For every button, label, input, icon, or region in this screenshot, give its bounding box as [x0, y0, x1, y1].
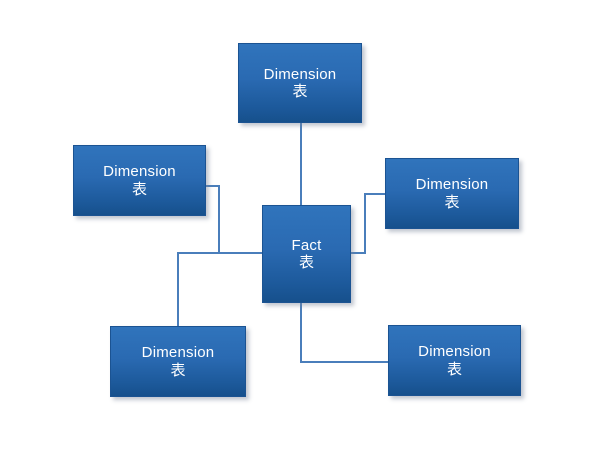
- fact-table-node[interactable]: Fact 表: [262, 205, 351, 303]
- dimension-table-node-top[interactable]: Dimension 表: [238, 43, 362, 123]
- node-label-cjk: 表: [170, 361, 186, 379]
- node-label-en: Dimension: [141, 344, 215, 362]
- node-label-cjk: 表: [444, 193, 460, 211]
- node-label-en: Dimension: [415, 176, 489, 194]
- node-label-cjk: 表: [298, 254, 314, 271]
- node-label-en: Dimension: [263, 65, 337, 83]
- node-label-en: Dimension: [418, 343, 491, 361]
- node-label-en: Fact: [291, 236, 322, 254]
- node-label-cjk: 表: [131, 180, 147, 198]
- dimension-table-node-left[interactable]: Dimension 表: [73, 145, 206, 216]
- node-label-cjk: 表: [292, 83, 308, 100]
- dimension-table-node-bottom-right[interactable]: Dimension 表: [388, 325, 521, 396]
- connector-dim-bottom-right-to-fact: [300, 301, 389, 363]
- node-label-en: Dimension: [103, 163, 176, 181]
- connector-dim-bottom-left-to-fact: [177, 252, 264, 327]
- connector-dim-left-to-fact: [205, 185, 264, 254]
- dimension-table-node-right[interactable]: Dimension 表: [385, 158, 519, 229]
- dimension-table-node-bottom-left[interactable]: Dimension 表: [110, 326, 246, 397]
- connector-dim-right-to-fact: [350, 193, 386, 254]
- node-label-cjk: 表: [446, 360, 462, 378]
